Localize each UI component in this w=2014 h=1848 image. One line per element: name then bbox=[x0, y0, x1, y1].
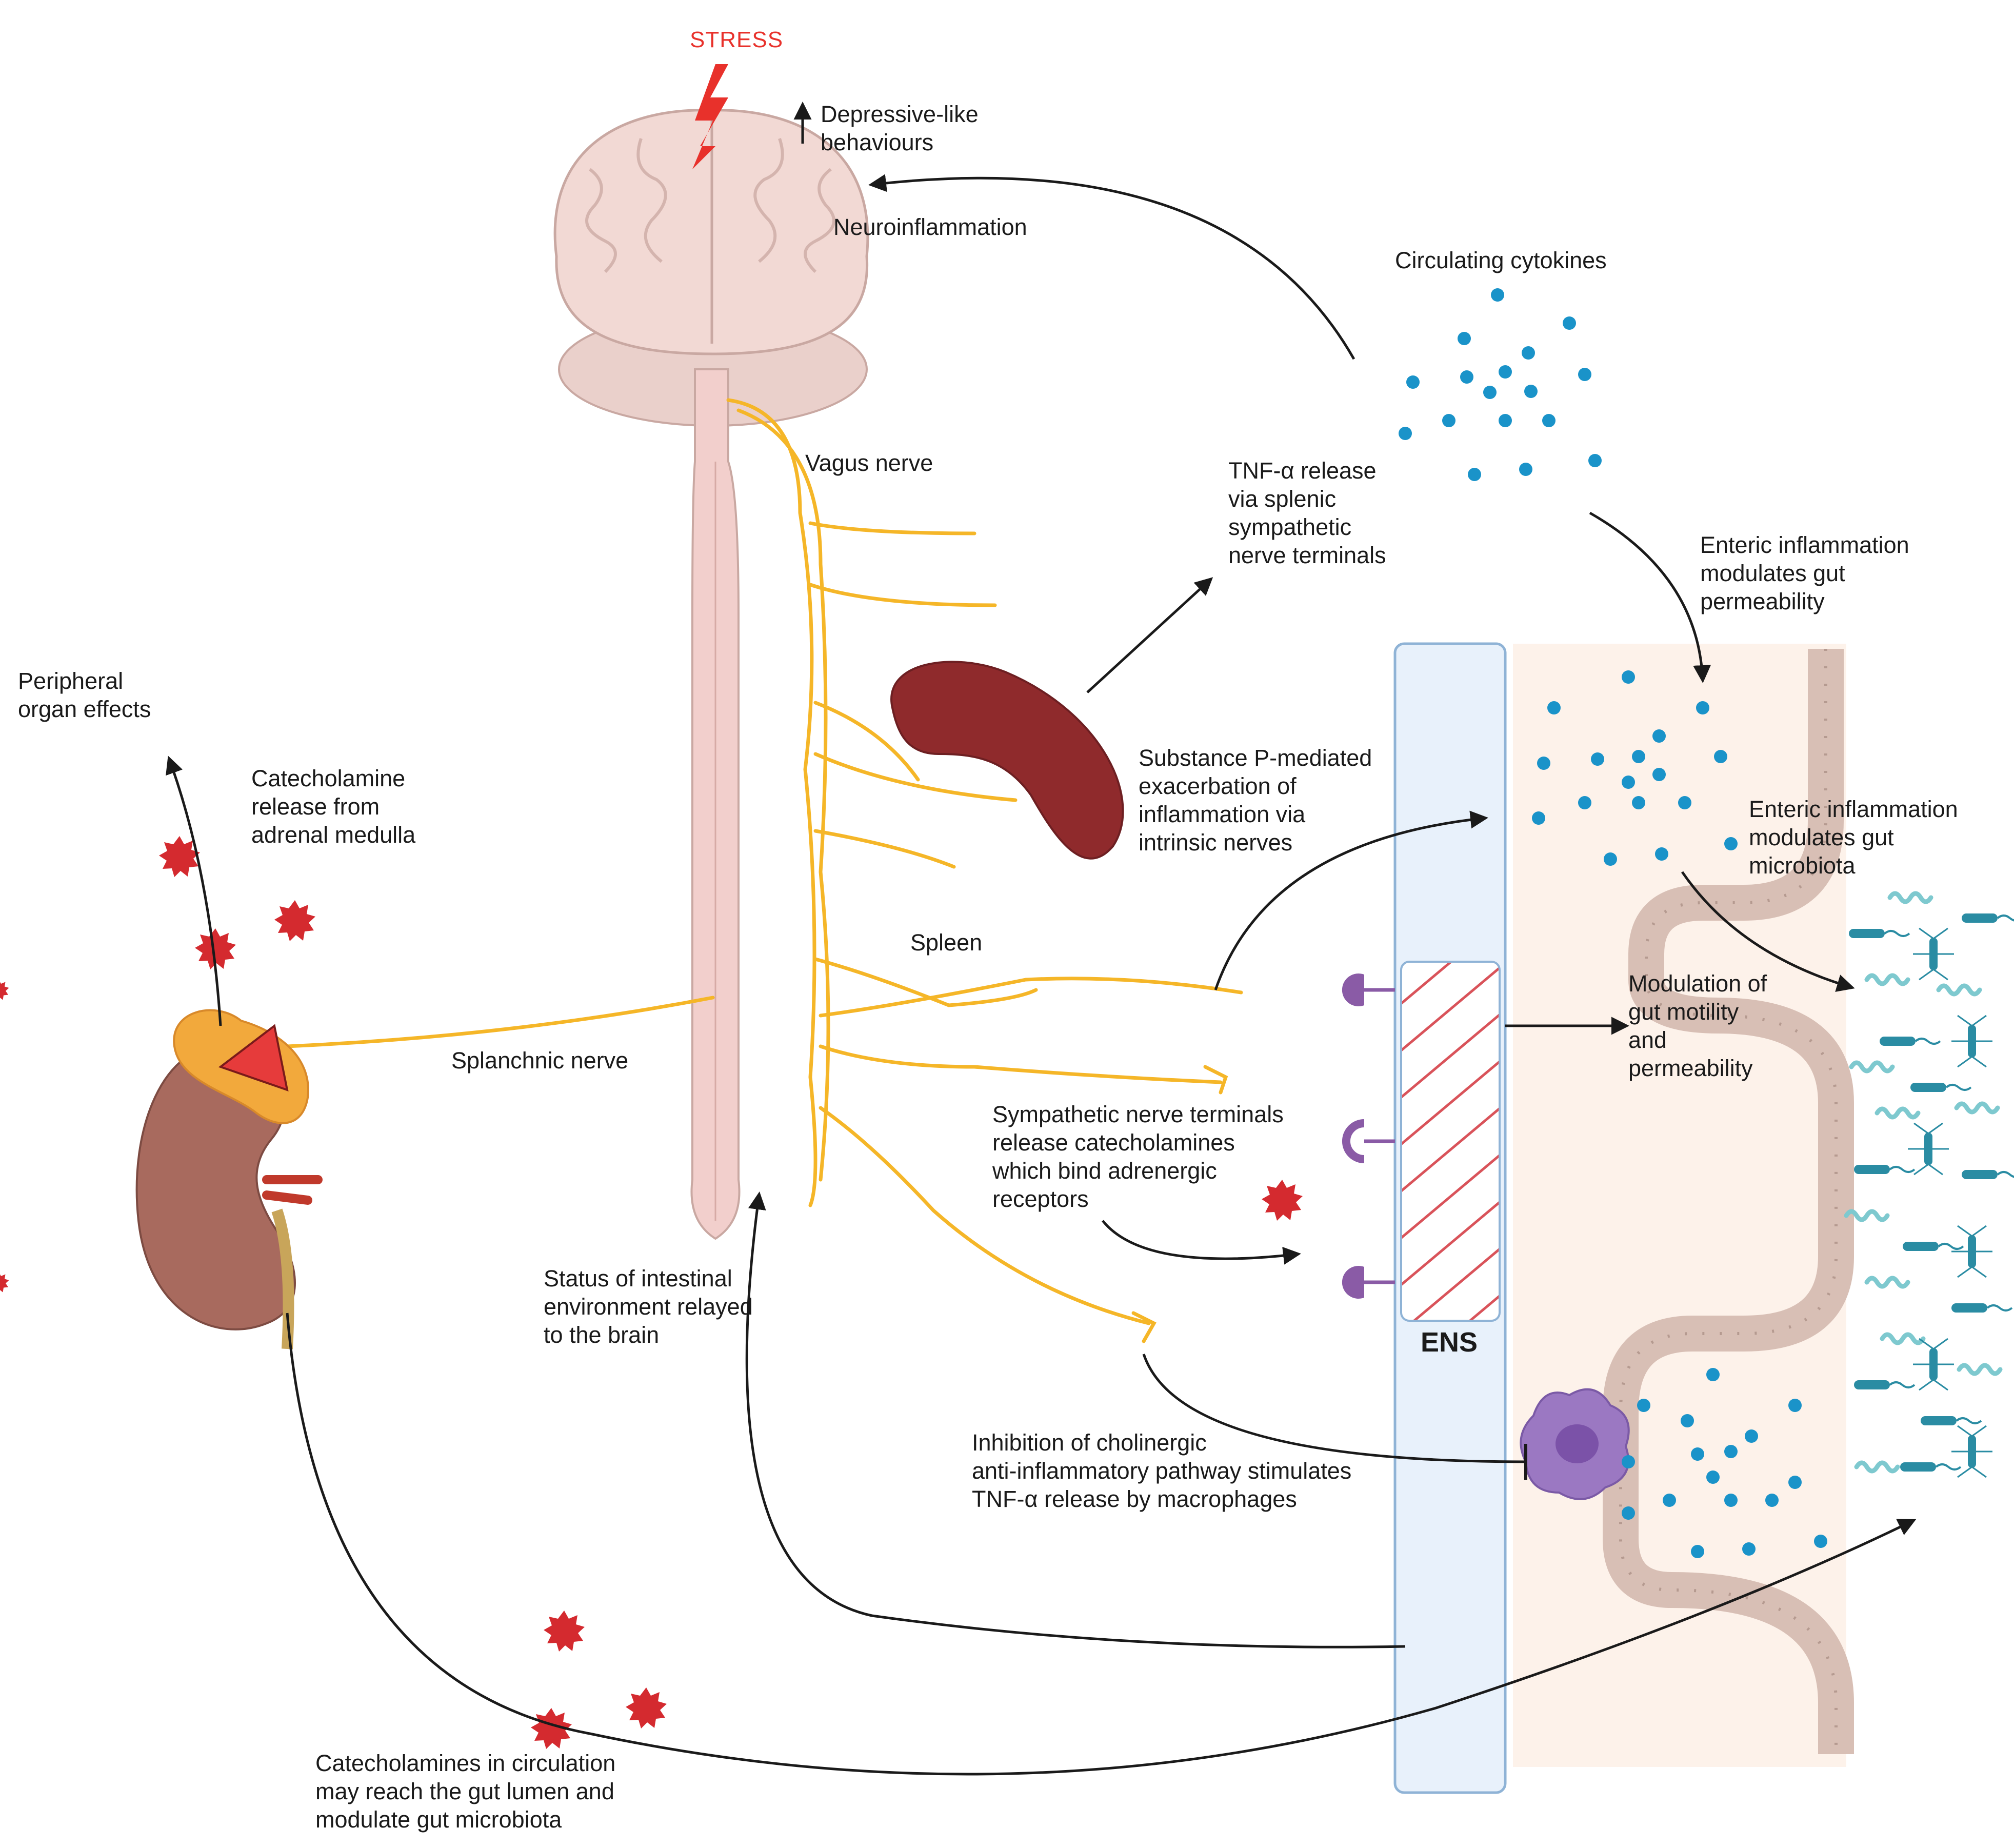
adrenergic-receptor-icon bbox=[1342, 1119, 1395, 1163]
kidney-icon bbox=[135, 1045, 296, 1330]
neuroinflammation-label: Neuroinflammation bbox=[833, 214, 1027, 240]
substance-p-label: Substance P-mediated exacerbation of inf… bbox=[1139, 745, 1372, 856]
circulating-cytokines-label: Circulating cytokines bbox=[1395, 247, 1607, 273]
catecholamine-molecule-icon bbox=[626, 1687, 667, 1728]
cytokine-dot-icon bbox=[1399, 288, 1827, 1558]
tnf-release-label: TNF-α release via splenic sympathetic ne… bbox=[1228, 458, 1386, 568]
catecholamine-release-label: Catecholamine release from adrenal medul… bbox=[251, 765, 416, 848]
depressive-behaviours-label: Depressive-like behaviours bbox=[821, 101, 979, 155]
adrenergic-receptor-icon bbox=[0, 973, 1395, 1007]
ens-hatched-region bbox=[1400, 961, 1501, 1322]
vagus-nerve-label: Vagus nerve bbox=[805, 450, 933, 476]
pathway-arrows bbox=[166, 174, 1917, 1776]
ens-label: ENS bbox=[1421, 1327, 1478, 1358]
inhibition-label: Inhibition of cholinergic anti-inflammat… bbox=[972, 1429, 1352, 1512]
macrophage-icon bbox=[1520, 1388, 1630, 1500]
bacteria-icon bbox=[1846, 893, 2014, 1478]
lightning-bolt-icon bbox=[692, 64, 728, 169]
adrenergic-receptor-icon bbox=[0, 1266, 1395, 1299]
circulation-label: Catecholamines in circulation may reach … bbox=[315, 1750, 616, 1833]
catecholamine-molecule-icon bbox=[544, 1611, 585, 1652]
spleen-label: Spleen bbox=[910, 929, 983, 956]
stress-label: STRESS bbox=[690, 27, 784, 52]
adrenal-medulla-marker bbox=[218, 1024, 289, 1092]
status-relayed-label: Status of intestinal environment relayed… bbox=[544, 1265, 753, 1348]
catecholamine-molecule-icon bbox=[274, 900, 315, 941]
spleen-icon bbox=[890, 661, 1124, 860]
sympathetic-terminals-label: Sympathetic nerve terminals release cate… bbox=[992, 1101, 1284, 1212]
enteric-microbiota-label: Enteric inflammation modulates gut micro… bbox=[1749, 796, 1958, 879]
splanchnic-nerve-label: Splanchnic nerve bbox=[451, 1047, 629, 1074]
vagus-nerve bbox=[726, 398, 1243, 1343]
kidney-vessels bbox=[262, 1175, 323, 1205]
peripheral-organ-effects-label: Peripheral organ effects bbox=[18, 668, 151, 722]
motility-label: Modulation of gut motility and permeabil… bbox=[1628, 970, 1767, 1081]
enteric-permeability-label: Enteric inflammation modulates gut perme… bbox=[1700, 532, 1909, 614]
splanchnic-nerve bbox=[285, 996, 715, 1048]
